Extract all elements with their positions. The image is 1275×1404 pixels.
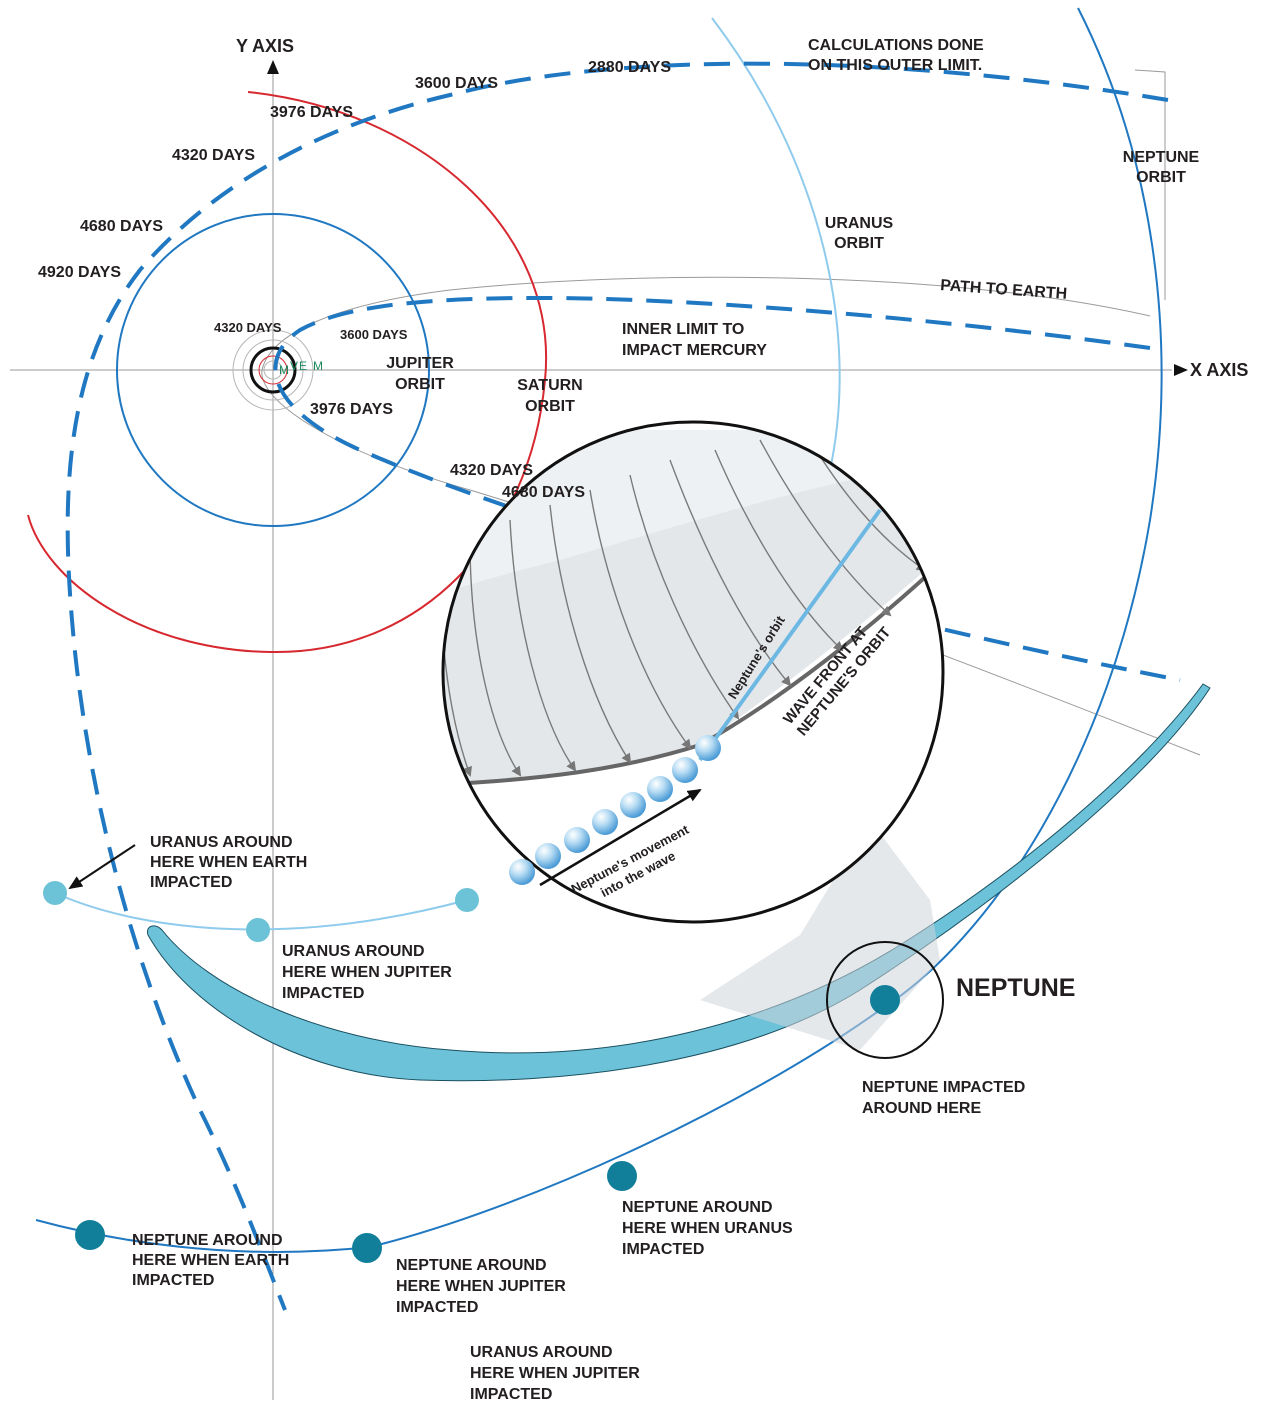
- inner-day-3600: 3600 DAYS: [340, 327, 408, 342]
- uranus-earth-arrow: [68, 844, 136, 890]
- jupiter-orbit: [116, 213, 430, 527]
- y-axis-label: Y AXIS: [236, 36, 294, 56]
- axes: Y AXIS X AXIS: [10, 36, 1248, 1400]
- neptune-movement-balls: [509, 735, 721, 885]
- day-marker-3600: 3600 DAYS: [415, 75, 498, 92]
- inner-day-4320-top: 4320 DAYS: [214, 320, 282, 335]
- uranus-position-saturn: [455, 888, 479, 912]
- neptune-position-uranus: [607, 1161, 637, 1191]
- inner-planet-labels: M V E M: [279, 359, 323, 377]
- x-axis-arrow-icon: [1174, 364, 1188, 376]
- neptune-positions: [75, 941, 944, 1263]
- planet-label-earth: E: [299, 359, 307, 373]
- neptune-impact-ring: [826, 941, 944, 1059]
- planet-label-mars: M: [313, 359, 323, 373]
- neptune-title: NEPTUNE: [956, 974, 1075, 1002]
- uranus-position-jupiter: [246, 918, 270, 942]
- inner-day-4320: 4320 DAYS: [450, 462, 533, 479]
- outer-limit-path: [65, 61, 1169, 1311]
- planet-label-venus: V: [290, 359, 298, 373]
- inset-magnifier: [441, 420, 945, 924]
- inner-limit-path: [273, 295, 1181, 682]
- neptune-impact-body: [870, 985, 900, 1015]
- earth-orbit: [249, 346, 297, 394]
- day-marker-4680: 4680 DAYS: [80, 218, 163, 235]
- movement-arrow: [539, 788, 702, 887]
- neptune-position-earth: [75, 1220, 105, 1250]
- day-marker-3976: 3976 DAYS: [270, 104, 353, 121]
- inner-day-3976: 3976 DAYS: [310, 401, 393, 418]
- x-axis-label: X AXIS: [1190, 360, 1248, 380]
- inner-day-4680: 4680 DAYS: [502, 484, 585, 501]
- inner-orbits: [232, 329, 314, 411]
- day-marker-4320: 4320 DAYS: [172, 147, 255, 164]
- day-marker-4920: 4920 DAYS: [38, 264, 121, 281]
- path-to-earth-label: PATH TO EARTH: [940, 277, 1068, 303]
- planet-label-mercury: M: [279, 363, 289, 377]
- y-axis-arrow-icon: [267, 60, 279, 74]
- day-marker-2880: 2880 DAYS: [588, 59, 671, 76]
- inset-neptune-orbit-line: [698, 508, 882, 762]
- uranus-positions: [43, 844, 479, 942]
- uranus-position-earth: [43, 881, 67, 905]
- neptune-position-jupiter: [352, 1233, 382, 1263]
- inset-light-band: [443, 430, 943, 600]
